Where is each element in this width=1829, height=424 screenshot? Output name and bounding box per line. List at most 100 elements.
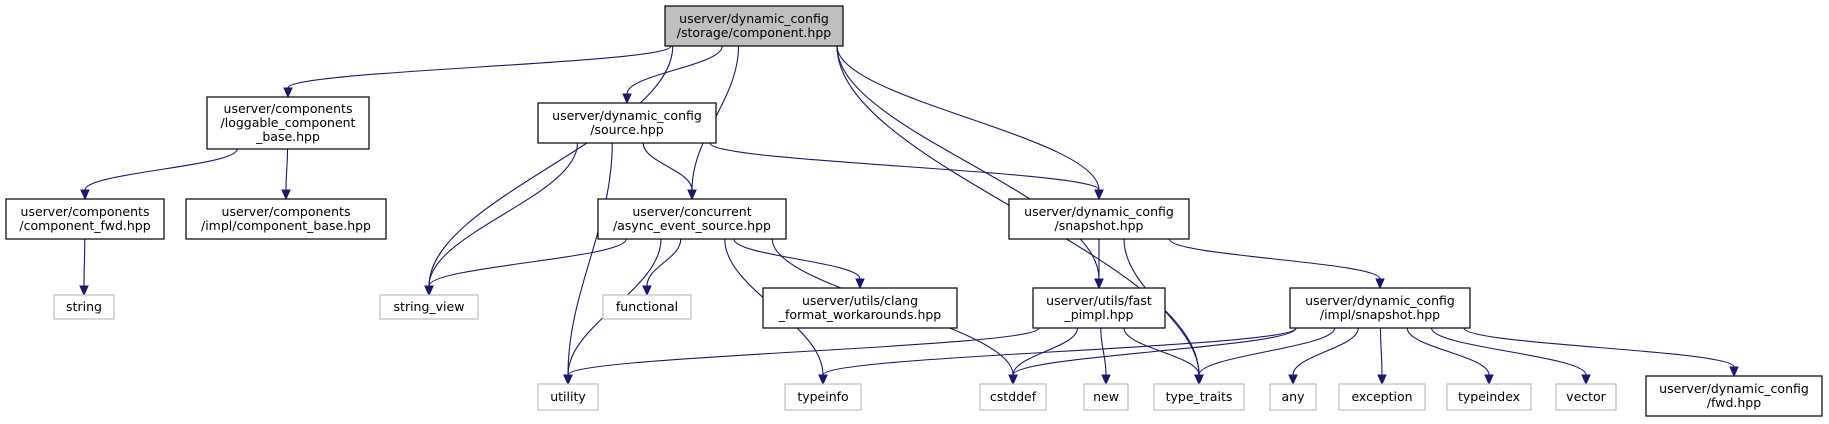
node-label-line: /impl/component_base.hpp bbox=[201, 218, 371, 233]
edge-impl_snapshot-to-typeindex bbox=[1406, 327, 1494, 386]
node-label-line: userver/concurrent bbox=[632, 204, 751, 219]
node-component[interactable]: userver/dynamic_config/storage/component… bbox=[664, 5, 844, 47]
node-clang-format[interactable]: userver/utils/clang_format_workarounds.h… bbox=[762, 287, 958, 329]
node-box bbox=[1645, 375, 1823, 417]
node-label-line: userver/components bbox=[224, 101, 353, 116]
node-fast-pimpl[interactable]: userver/utils/fast_pimpl.hpp bbox=[1032, 287, 1166, 329]
edge-fast_pimpl-to-new bbox=[1100, 327, 1111, 386]
node-string[interactable]: string bbox=[53, 294, 115, 320]
node-box bbox=[537, 102, 717, 144]
node-loggable[interactable]: userver/components/loggable_component_ba… bbox=[206, 96, 370, 150]
node-label-line: userver/dynamic_config bbox=[1024, 204, 1174, 219]
node-box bbox=[1008, 198, 1190, 240]
node-label-line: cstddef bbox=[990, 389, 1037, 404]
node-type-traits[interactable]: type_traits bbox=[1153, 383, 1245, 411]
node-label-line: functional bbox=[616, 299, 678, 314]
edge-source-to-string_view bbox=[424, 142, 579, 297]
node-box bbox=[53, 294, 115, 320]
node-label-line: userver/dynamic_config bbox=[1305, 293, 1455, 308]
edge-impl_snapshot-to-typeinfo bbox=[818, 327, 1297, 386]
node-source[interactable]: userver/dynamic_config/source.hpp bbox=[537, 102, 717, 144]
node-string-view[interactable]: string_view bbox=[379, 294, 479, 320]
node-label-line: typeindex bbox=[1458, 389, 1520, 404]
edge-component-to-fast_pimpl bbox=[836, 45, 1104, 290]
node-label-line: vector bbox=[1566, 389, 1607, 404]
node-label-line: /component_fwd.hpp bbox=[19, 218, 150, 233]
edge-impl_snapshot-to-type_traits bbox=[1194, 327, 1336, 386]
edge-impl_snapshot-to-any bbox=[1288, 327, 1359, 386]
edge-snapshot-to-fast_pimpl bbox=[1094, 239, 1104, 290]
node-label-line: _format_workarounds.hpp bbox=[778, 307, 942, 322]
node-label-line: userver/dynamic_config bbox=[552, 108, 702, 123]
node-label-line: userver/dynamic_config bbox=[679, 11, 829, 26]
edge-fast_pimpl-to-utility bbox=[563, 327, 1040, 386]
node-label-line: type_traits bbox=[1166, 389, 1233, 404]
node-new[interactable]: new bbox=[1083, 383, 1129, 411]
edge-impl_snapshot-to-cstddef bbox=[1008, 327, 1297, 386]
node-box bbox=[1338, 383, 1426, 411]
node-vector[interactable]: vector bbox=[1555, 383, 1617, 411]
node-utility[interactable]: utility bbox=[537, 383, 599, 411]
node-any[interactable]: any bbox=[1269, 383, 1317, 411]
node-label-line: any bbox=[1282, 389, 1306, 404]
node-impl-snapshot[interactable]: userver/dynamic_config/impl/snapshot.hpp bbox=[1289, 287, 1471, 329]
edge-impl_snapshot-to-fwd bbox=[1463, 327, 1739, 378]
edge-fast_pimpl-to-type_traits bbox=[1123, 327, 1204, 386]
edge-loggable-to-component_fwd bbox=[80, 148, 238, 201]
edge-source-to-snapshot bbox=[709, 142, 1104, 201]
edges-layer bbox=[79, 45, 1739, 386]
node-snapshot[interactable]: userver/dynamic_config/snapshot.hpp bbox=[1008, 198, 1190, 240]
node-label-line: /impl/snapshot.hpp bbox=[1320, 307, 1440, 322]
node-label-line: /loggable_component bbox=[221, 115, 356, 130]
edge-snapshot-to-impl_snapshot bbox=[1168, 238, 1385, 290]
edge-impl_snapshot-to-vector bbox=[1430, 327, 1591, 386]
node-label-line: _pimpl.hpp bbox=[1063, 307, 1133, 322]
edge-source-to-async_event_source bbox=[642, 142, 697, 201]
edge-async_event_source-to-functional bbox=[642, 238, 682, 297]
edge-component-to-loggable bbox=[283, 45, 672, 99]
edge-component_fwd-to-string bbox=[79, 238, 89, 297]
node-box bbox=[1032, 287, 1166, 329]
node-component-fwd[interactable]: userver/components/component_fwd.hpp bbox=[5, 198, 165, 240]
node-box bbox=[784, 383, 862, 411]
node-typeinfo[interactable]: typeinfo bbox=[784, 383, 862, 411]
edge-async_event_source-to-string_view bbox=[424, 238, 627, 297]
node-box bbox=[185, 198, 387, 240]
node-label-line: string bbox=[66, 299, 102, 314]
node-box bbox=[664, 5, 844, 47]
node-label-line: new bbox=[1093, 389, 1119, 404]
node-box bbox=[1555, 383, 1617, 411]
node-label-line: userver/components bbox=[222, 204, 351, 219]
node-box bbox=[597, 198, 787, 240]
edge-async_event_source-to-clang_format bbox=[733, 238, 865, 290]
node-label-line: _base.hpp bbox=[255, 129, 320, 144]
node-label-line: userver/components bbox=[21, 204, 150, 219]
node-box bbox=[379, 294, 479, 320]
node-box bbox=[602, 294, 692, 320]
node-exception[interactable]: exception bbox=[1338, 383, 1426, 411]
node-box bbox=[1083, 383, 1129, 411]
node-box bbox=[979, 383, 1047, 411]
edge-fast_pimpl-to-cstddef bbox=[1008, 327, 1079, 386]
edge-source-to-utility bbox=[563, 142, 613, 386]
node-typeindex[interactable]: typeindex bbox=[1446, 383, 1532, 411]
node-impl-component-base[interactable]: userver/components/impl/component_base.h… bbox=[185, 198, 387, 240]
node-functional[interactable]: functional bbox=[602, 294, 692, 320]
node-box bbox=[1289, 287, 1471, 329]
node-cstddef[interactable]: cstddef bbox=[979, 383, 1047, 411]
node-label-line: typeinfo bbox=[797, 389, 848, 404]
edge-component-to-string_view bbox=[424, 45, 674, 297]
node-fwd[interactable]: userver/dynamic_config/fwd.hpp bbox=[1645, 375, 1823, 417]
node-label-line: userver/dynamic_config bbox=[1659, 381, 1809, 396]
node-box bbox=[1269, 383, 1317, 411]
node-label-line: utility bbox=[550, 389, 586, 404]
node-async-event-source[interactable]: userver/concurrent/async_event_source.hp… bbox=[597, 198, 787, 240]
node-label-line: userver/utils/clang bbox=[802, 293, 918, 308]
edge-component-to-snapshot bbox=[836, 45, 1104, 201]
node-label-line: exception bbox=[1351, 389, 1412, 404]
node-label-line: /source.hpp bbox=[590, 122, 664, 137]
edge-component-to-source bbox=[622, 45, 723, 105]
node-box bbox=[762, 287, 958, 329]
edge-impl_snapshot-to-exception bbox=[1377, 327, 1387, 386]
